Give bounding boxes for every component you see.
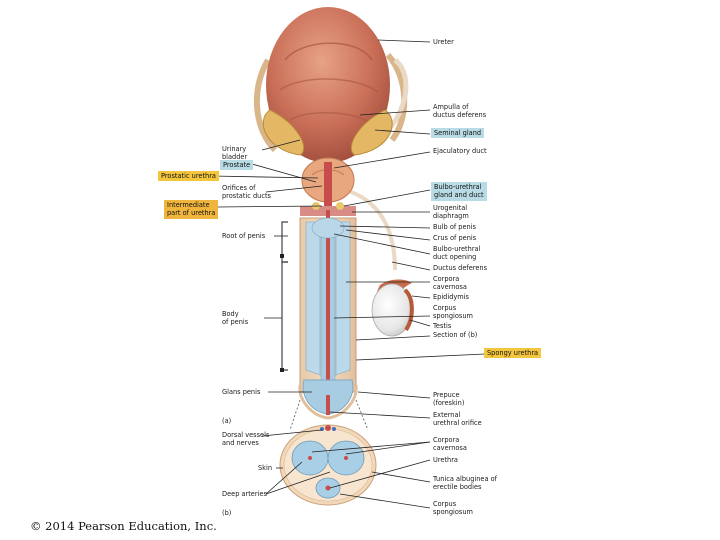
copyright-notice: © 2014 Pearson Education, Inc. bbox=[30, 519, 217, 533]
label-orifices-prostatic-ducts: Orifices of prostatic ducts bbox=[222, 184, 271, 201]
label-ductus-deferens: Ductus deferens bbox=[433, 264, 488, 272]
ductus-deferens-descending bbox=[344, 188, 397, 271]
label-ampulla: Ampulla of ductus deferens bbox=[433, 103, 487, 120]
label-corpora-cavernosa-b: Corpora cavernosa bbox=[433, 436, 467, 453]
label-root-of-penis: Root of penis bbox=[222, 232, 266, 240]
label-glans-penis: Glans penis bbox=[222, 388, 261, 396]
urinary-bladder-shape bbox=[266, 7, 390, 163]
label-urogenital-diaphragm: Urogenital diaphragm bbox=[433, 204, 469, 221]
label-urinary-bladder: Urinary bladder bbox=[222, 145, 248, 162]
label-deep-arteries: Deep arteries bbox=[222, 490, 267, 498]
label-testis: Testis bbox=[433, 322, 452, 330]
label-prostatic-urethra: Prostatic urethra bbox=[158, 171, 219, 182]
label-epididymis: Epididymis bbox=[433, 293, 469, 301]
label-external-urethral-orifice: External urethral orifice bbox=[433, 411, 482, 428]
label-corpora-cavernosa-a: Corpora cavernosa bbox=[433, 275, 467, 292]
left-ureter bbox=[253, 58, 278, 153]
label-dorsal-vessels: Dorsal vessels and nerves bbox=[222, 431, 270, 448]
label-corpus-spongiosum-b: Corpus spongiosum bbox=[433, 500, 473, 517]
label-body-of-penis: Body of penis bbox=[222, 310, 249, 327]
label-urethra: Urethra bbox=[433, 456, 458, 464]
label-crus-of-penis: Crus of penis bbox=[433, 234, 477, 242]
label-ureter: Ureter bbox=[433, 38, 454, 46]
label-bulbo-urethral-gland: Bulbo-urethral gland and duct bbox=[431, 182, 487, 201]
label-bulbo-urethral-opening: Bulbo-urethral duct opening bbox=[433, 245, 481, 262]
label-section-of-b: Section of (b) bbox=[433, 331, 478, 339]
label-bulb-of-penis: Bulb of penis bbox=[433, 223, 476, 231]
label-spongy-urethra: Spongy urethra bbox=[484, 348, 542, 359]
label-corpus-spongiosum-a: Corpus spongiosum bbox=[433, 304, 473, 321]
label-ejaculatory-duct: Ejaculatory duct bbox=[433, 147, 487, 155]
label-seminal-gland: Seminal gland bbox=[431, 128, 485, 139]
label-prepuce: Prepuce (foreskin) bbox=[433, 391, 465, 408]
label-part-a: (a) bbox=[222, 417, 232, 425]
seminal-gland-right bbox=[350, 109, 393, 156]
label-tunica-albuginea: Tunica albuginea of erectile bodies bbox=[433, 475, 497, 492]
label-prostate: Prostate bbox=[220, 160, 254, 171]
seminal-gland-left bbox=[262, 109, 305, 156]
label-skin: Skin bbox=[258, 464, 273, 472]
label-intermediate-urethra: Intermediate part of urethra bbox=[164, 200, 219, 219]
label-part-b: (b) bbox=[222, 509, 232, 517]
